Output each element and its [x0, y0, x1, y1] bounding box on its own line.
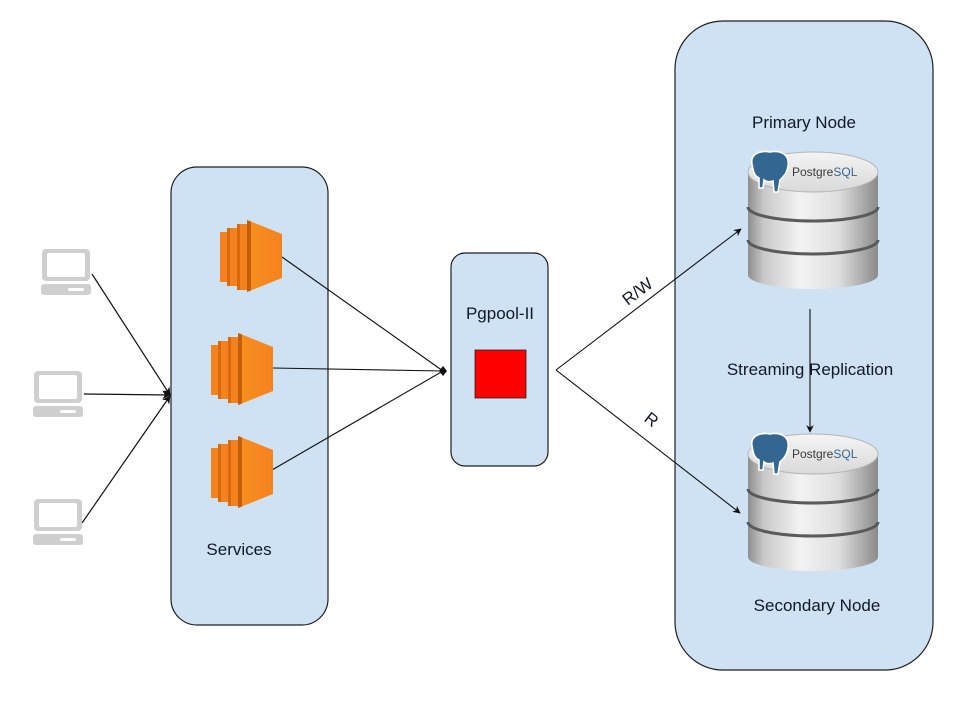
- laptop-icon: [33, 371, 83, 417]
- edge-service-1-to-pgpool: [281, 256, 444, 372]
- edge-label-read-write: R/W: [619, 274, 657, 309]
- laptop-icon: [33, 499, 83, 545]
- edge-service-2-to-pgpool: [272, 367, 444, 372]
- edge-pgpool-to-secondary: [555, 369, 741, 514]
- service-2[interactable]: [211, 333, 273, 405]
- secondary-node-label: Secondary Node: [754, 596, 881, 615]
- replication-label: Streaming Replication: [727, 360, 893, 379]
- client-3[interactable]: [33, 499, 83, 545]
- primary-node[interactable]: PostgreSQL: [746, 150, 880, 290]
- postgresql-elephant-icon: [750, 150, 790, 193]
- edge-label-read: R: [641, 408, 662, 431]
- edge-client-1-to-services: [91, 273, 171, 396]
- aws-ec2-instance-icon: [211, 436, 273, 508]
- edge-pgpool-to-primary: [555, 228, 742, 371]
- aws-ec2-instance-icon: [211, 333, 273, 405]
- client-1[interactable]: [41, 249, 91, 295]
- edge-client-2-to-services: [83, 390, 171, 400]
- client-2[interactable]: [33, 371, 83, 417]
- service-3[interactable]: [211, 436, 273, 508]
- secondary-node[interactable]: PostgreSQL: [746, 432, 880, 572]
- postgresql-database-icon: PostgreSQL: [746, 150, 880, 289]
- red-square-icon[interactable]: [474, 349, 527, 399]
- edge-junction-marker: [439, 366, 447, 376]
- primary-node-label: Primary Node: [752, 113, 856, 132]
- service-1[interactable]: [220, 220, 282, 292]
- services-label: Services: [206, 540, 271, 559]
- laptop-icon: [41, 249, 91, 295]
- aws-ec2-instance-icon: [220, 220, 282, 292]
- postgresql-logo-text: PostgreSQL: [792, 447, 858, 461]
- pgpool-label: Pgpool-II: [466, 304, 534, 323]
- edge-client-3-to-services: [81, 395, 171, 524]
- edge-service-3-to-pgpool: [271, 370, 444, 471]
- postgresql-logo-text: PostgreSQL: [792, 165, 858, 179]
- postgresql-database-icon: PostgreSQL: [746, 432, 880, 571]
- postgresql-elephant-icon: [750, 432, 790, 475]
